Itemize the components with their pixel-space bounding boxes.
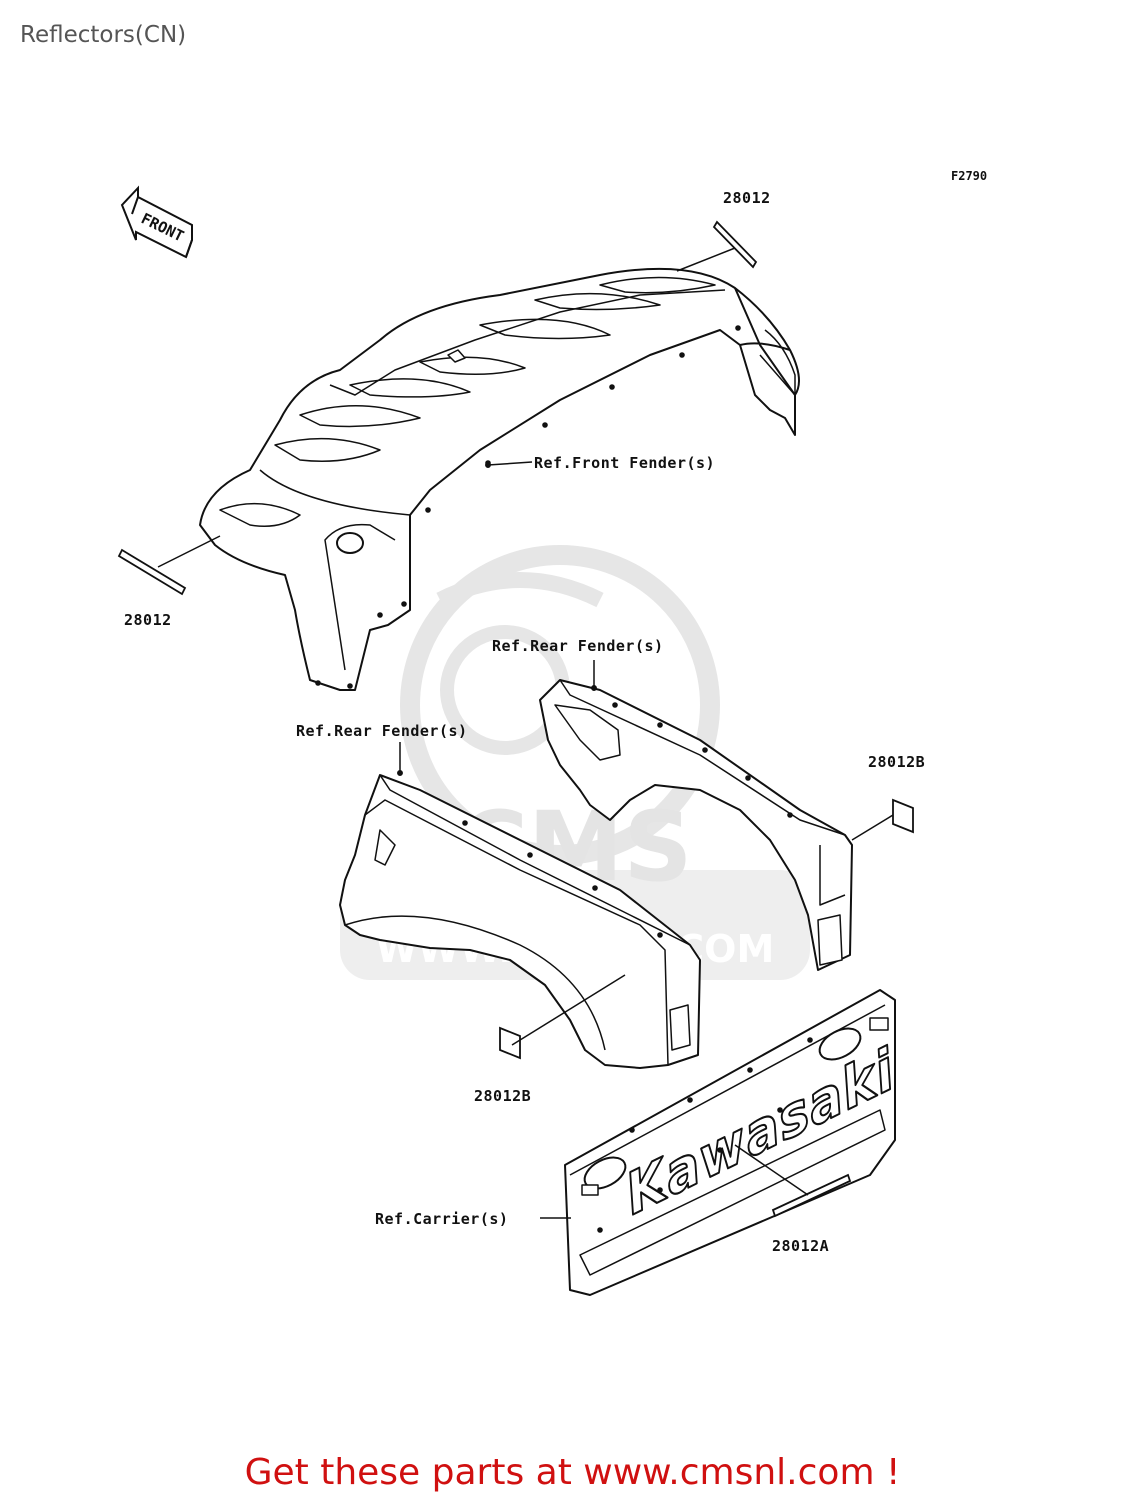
carrier-tailgate-drawing: Kawasaki [564,989,902,1296]
callout-28012A: 28012A [772,1237,829,1255]
rear-fender-left-drawing [339,774,701,1069]
callout-ref-front-fender: Ref.Front Fender(s) [534,454,715,472]
reflector-part-28012A [771,1173,852,1218]
parts-diagram: CMS WWW.CMSNL.COM FRONT F2790 [117,169,987,1296]
reflector-part-28012-top [712,220,758,269]
rear-fender-right-drawing [539,679,853,971]
callout-ref-rear-fender-left: Ref.Rear Fender(s) [296,722,468,740]
figure-code: F2790 [951,169,987,183]
callout-28012B-left: 28012B [474,1087,531,1105]
front-direction-arrow: FRONT [120,185,193,259]
page-title: Reflectors(CN) [20,22,187,48]
reflector-part-28012B-right [892,798,914,834]
promo-banner-link[interactable]: Get these parts at www.cmsnl.com ! [244,1452,901,1493]
callout-28012B-right: 28012B [868,753,925,771]
callout-ref-carrier: Ref.Carrier(s) [375,1210,508,1228]
reflector-part-28012-left [117,548,187,596]
callout-ref-rear-fender-right: Ref.Rear Fender(s) [492,637,664,655]
front-fender-drawing [199,267,800,691]
callout-28012-top: 28012 [723,189,771,207]
leader-lines [157,247,894,1219]
reflector-part-28012B-left [499,1026,521,1060]
callout-28012-left: 28012 [124,611,172,629]
